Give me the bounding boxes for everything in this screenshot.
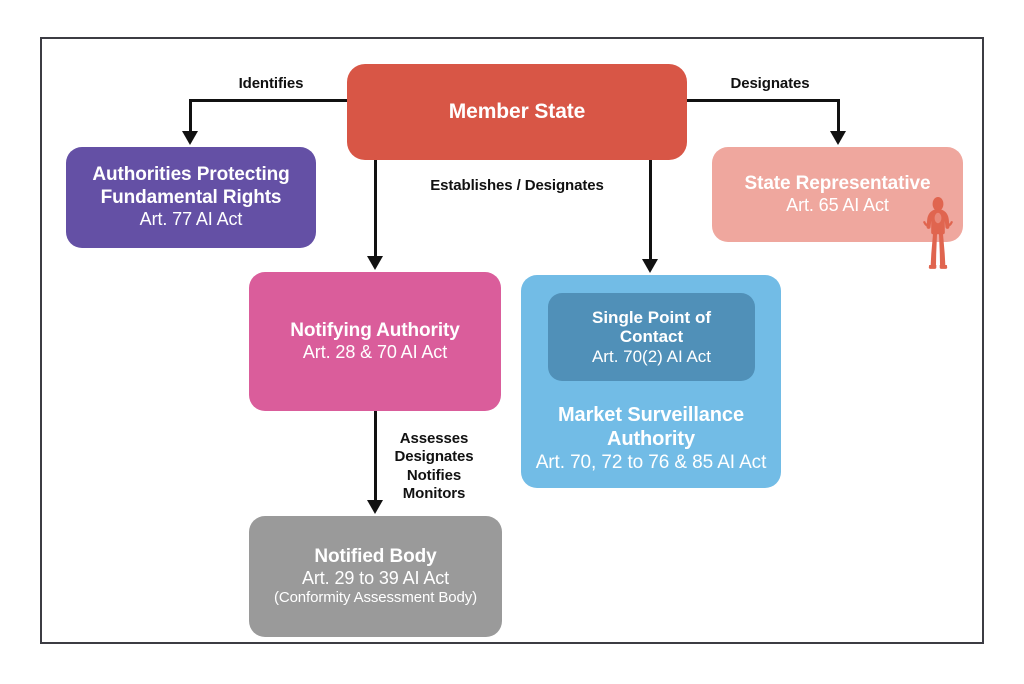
node-notifying-authority[interactable]: Notifying Authority Art. 28 & 70 AI Act bbox=[249, 272, 501, 411]
node-notified-body-subtitle: Art. 29 to 39 AI Act bbox=[301, 568, 450, 589]
node-notifying-authority-subtitle: Art. 28 & 70 AI Act bbox=[302, 342, 448, 363]
node-single-point-of-contact-subtitle: Art. 70(2) AI Act bbox=[591, 346, 712, 366]
node-state-representative[interactable]: State Representative Art. 65 AI Act bbox=[712, 147, 963, 242]
node-notifying-authority-title: Notifying Authority bbox=[290, 319, 460, 341]
edge-establishes-right-vertical bbox=[649, 158, 652, 262]
edge-designates-horizontal bbox=[684, 99, 840, 102]
edge-establishes-left-arrowhead bbox=[367, 256, 383, 270]
edge-designates-arrowhead bbox=[830, 131, 846, 145]
edge-identifies-arrowhead bbox=[182, 131, 198, 145]
edge-assesses-vertical bbox=[374, 411, 377, 504]
node-member-state-title: Member State bbox=[448, 99, 586, 123]
edge-assesses-arrowhead bbox=[367, 500, 383, 514]
edge-label-designates: Designates bbox=[730, 75, 810, 92]
edge-identifies-vertical bbox=[189, 99, 192, 135]
node-market-surveillance-authority-subtitle: Art. 70, 72 to 76 & 85 AI Act bbox=[535, 451, 767, 473]
edge-establishes-right-arrowhead bbox=[642, 259, 658, 273]
edge-label-establishes-designates: Establishes / Designates bbox=[430, 177, 604, 194]
node-state-representative-title: State Representative bbox=[744, 172, 931, 194]
node-authorities-subtitle: Art. 77 AI Act bbox=[139, 209, 243, 230]
diagram-frame bbox=[40, 37, 984, 644]
node-notified-body-title: Notified Body bbox=[314, 545, 437, 567]
person-icon bbox=[923, 197, 953, 269]
node-notified-body-note: (Conformity Assessment Body) bbox=[273, 589, 478, 607]
edge-designates-vertical bbox=[837, 99, 840, 135]
edge-establishes-left-vertical bbox=[374, 158, 377, 259]
edge-label-identifies: Identifies bbox=[238, 75, 304, 92]
node-member-state[interactable]: Member State bbox=[347, 64, 687, 160]
node-state-representative-subtitle: Art. 65 AI Act bbox=[786, 195, 889, 216]
edge-identifies-horizontal bbox=[190, 99, 350, 102]
node-notified-body[interactable]: Notified Body Art. 29 to 39 AI Act (Conf… bbox=[249, 516, 502, 637]
